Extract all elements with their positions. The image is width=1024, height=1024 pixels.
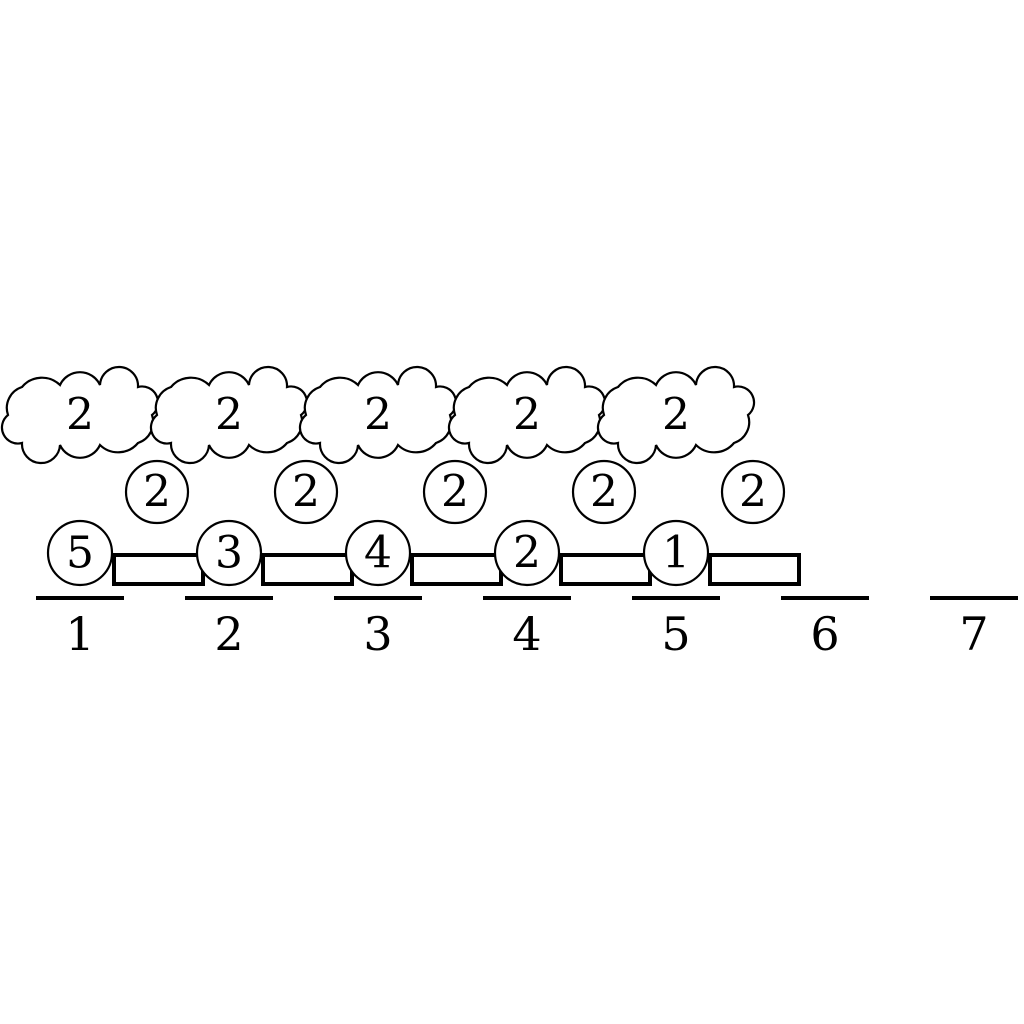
cloud-label: 2 [513, 390, 541, 441]
cloud-shape [298, 365, 458, 465]
cloud-shape [149, 365, 309, 465]
cloud-label: 2 [364, 390, 392, 441]
cloud-node: 2 [596, 365, 756, 465]
bottom-circle-label: 1 [662, 528, 690, 579]
middle-circle [422, 459, 488, 525]
middle-circle-label: 2 [143, 467, 171, 518]
cloud-label: 2 [662, 390, 690, 441]
position-number: 2 [214, 607, 243, 661]
bottom-circle [493, 519, 561, 587]
bottom-circle [344, 519, 412, 587]
bottom-circle-node: 1 [642, 519, 710, 587]
cloud-node: 2 [149, 365, 309, 465]
middle-circle [124, 459, 190, 525]
middle-circle-node: 2 [422, 459, 488, 525]
cloud-shape [0, 365, 160, 465]
bottom-circle-label: 4 [364, 528, 392, 579]
middle-circle [571, 459, 637, 525]
bottom-circle-label: 3 [215, 528, 243, 579]
middle-circle-node: 2 [124, 459, 190, 525]
bottom-circle [642, 519, 710, 587]
bottom-circle [46, 519, 114, 587]
middle-circle-node: 2 [571, 459, 637, 525]
bottom-circle-node: 3 [195, 519, 263, 587]
middle-circle-label: 2 [739, 467, 767, 518]
position-number: 1 [65, 607, 94, 661]
cloud-label: 2 [66, 390, 94, 441]
bottom-circle-label: 2 [513, 528, 541, 579]
connector-group [112, 553, 801, 586]
cloud-node: 2 [0, 365, 160, 465]
cloud-shape [596, 365, 756, 465]
bottom-circle [195, 519, 263, 587]
middle-circle [720, 459, 786, 525]
bottom-circle-group: 5 3 4 2 1 [46, 519, 710, 587]
bottom-circle-label: 5 [66, 528, 94, 579]
position-number: 3 [363, 607, 392, 661]
position-number: 4 [512, 607, 541, 661]
middle-circle-group: 2 2 2 2 2 [124, 459, 786, 525]
connector-rect [708, 553, 801, 586]
connector-rect [112, 553, 205, 586]
cloud-shape [447, 365, 607, 465]
connector-rect [410, 553, 503, 586]
cloud-node: 2 [447, 365, 607, 465]
position-number: 7 [959, 607, 988, 661]
middle-circle-label: 2 [590, 467, 618, 518]
middle-circle-label: 2 [292, 467, 320, 518]
middle-circle-label: 2 [441, 467, 469, 518]
position-number: 6 [810, 607, 839, 661]
bottom-circle-node: 4 [344, 519, 412, 587]
connector-rect [261, 553, 354, 586]
bottom-circle-node: 2 [493, 519, 561, 587]
bottom-circle-node: 5 [46, 519, 114, 587]
cloud-node: 2 [298, 365, 458, 465]
position-number: 5 [661, 607, 690, 661]
middle-circle [273, 459, 339, 525]
middle-circle-node: 2 [273, 459, 339, 525]
middle-circle-node: 2 [720, 459, 786, 525]
cloud-group: 2 2 2 2 2 [0, 365, 756, 465]
cloud-label: 2 [215, 390, 243, 441]
baseline-group: 1 2 3 4 5 6 7 [36, 596, 1018, 661]
connector-rect [559, 553, 652, 586]
